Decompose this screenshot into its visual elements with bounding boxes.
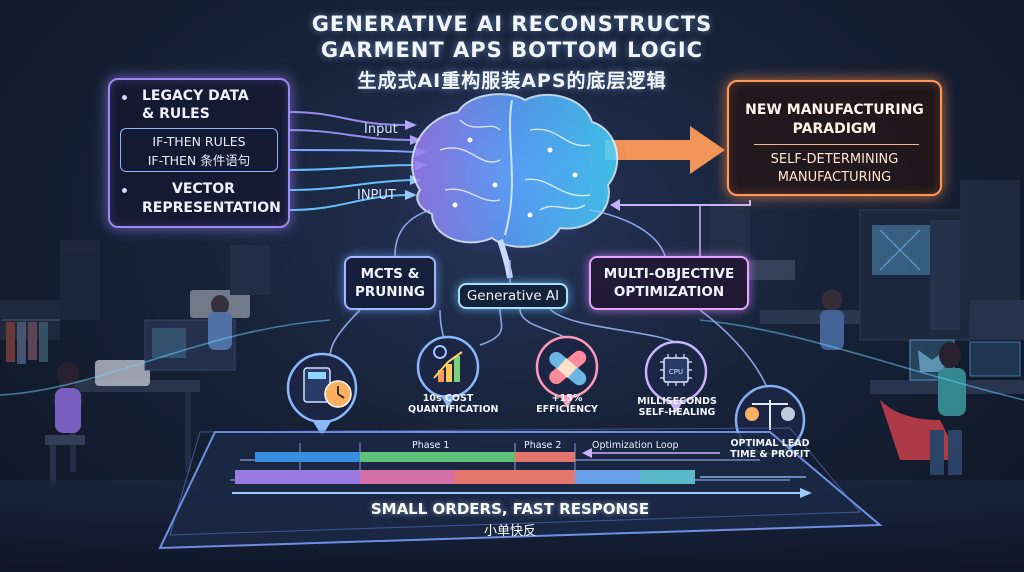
orb-lead-line2: TIME & PROFIT: [730, 449, 810, 460]
legacy-heading: LEGACY DATA: [142, 88, 249, 104]
orb-eff-line1: +15%: [551, 393, 583, 404]
legacy-heading-2: & RULES: [142, 106, 210, 122]
orb-cost-line1: 10s COST: [422, 393, 474, 404]
svg-text:CPU: CPU: [669, 368, 683, 376]
orb-healing-label: MILLISECONDS SELF-HEALING: [632, 396, 722, 418]
orb-heal-line2: SELF-HEALING: [638, 407, 716, 418]
multi-label-2: OPTIMIZATION: [613, 284, 725, 300]
new-mfg-heading-2: PARADIGM: [792, 121, 877, 137]
orb-cpu: CPU: [644, 340, 708, 413]
orb-heal-line1: MILLISECONDS: [637, 396, 717, 407]
orb-cost: [416, 335, 480, 408]
orb-eff-line2: EFFICIENCY: [536, 404, 598, 415]
rules-zh: IF-THEN 条件语句: [147, 153, 251, 168]
divider: [754, 144, 919, 145]
mcts-label-2: PRUNING: [355, 284, 425, 300]
phase-2-label: Phase 2: [524, 440, 562, 451]
new-mfg-heading: NEW MANUFACTURING: [745, 102, 924, 118]
orb-calculator: [286, 352, 358, 436]
title-line-3-zh: 生成式AI重构服装APS的底层逻辑: [357, 70, 667, 92]
new-mfg-sub-2: MANUFACTURING: [777, 170, 892, 185]
orb-efficiency: [535, 335, 599, 408]
bottom-caption-zh: 小单快反: [483, 524, 536, 539]
brain-icon: [390, 77, 630, 279]
title-line-2: GARMENT APS BOTTOM LOGIC: [320, 38, 704, 62]
feedback-arrow: [620, 200, 751, 206]
multi-label: MULTI-OBJECTIVE: [603, 266, 735, 282]
phase-1-label: Phase 1: [412, 440, 450, 451]
input-label-2: INPUT: [357, 188, 396, 203]
if-then-box: IF-THEN RULES IF-THEN 条件语句: [120, 128, 278, 172]
gantt-bars: [232, 448, 812, 498]
factory-left: [0, 240, 270, 485]
vector-label: VECTOR: [172, 181, 235, 197]
orb-cost-line2: QUANTIFICATION: [408, 404, 499, 415]
factory-right: [710, 180, 1024, 475]
title-line-1: GENERATIVE AI RECONSTRUCTS: [311, 12, 713, 36]
input-label-1: Input: [364, 122, 398, 137]
mcts-label: MCTS &: [360, 266, 420, 282]
multi-objective-box: MULTI-OBJECTIVE OPTIMIZATION: [589, 256, 749, 310]
orb-lead-label: OPTIMAL LEAD TIME & PROFIT: [722, 438, 818, 460]
module-connectors: [0, 209, 1024, 401]
mcts-pruning-box: MCTS & PRUNING: [344, 256, 436, 310]
orb-efficiency-label: +15% EFFICIENCY: [527, 393, 607, 415]
optimization-loop-label: Optimization Loop: [592, 440, 679, 451]
legacy-data-panel: LEGACY DATA & RULES IF-THEN RULES IF-THE…: [108, 78, 290, 228]
new-mfg-sub: SELF-DETERMINING: [770, 152, 899, 167]
new-manufacturing-panel: NEW MANUFACTURING PARADIGM SELF-DETERMIN…: [727, 80, 942, 196]
vector-label-2: REPRESENTATION: [142, 200, 281, 216]
generative-ai-label: Generative AI: [466, 288, 560, 304]
generative-ai-box: Generative AI: [458, 283, 568, 309]
bottom-caption: SMALL ORDERS, FAST RESPONSE: [370, 500, 650, 518]
orb-cost-label: 10s COST QUANTIFICATION: [408, 393, 499, 415]
orb-lead-line1: OPTIMAL LEAD: [730, 438, 810, 449]
bullet-icon: [122, 188, 127, 193]
bullet-icon: [122, 95, 127, 100]
rules-en: IF-THEN RULES: [152, 134, 246, 149]
